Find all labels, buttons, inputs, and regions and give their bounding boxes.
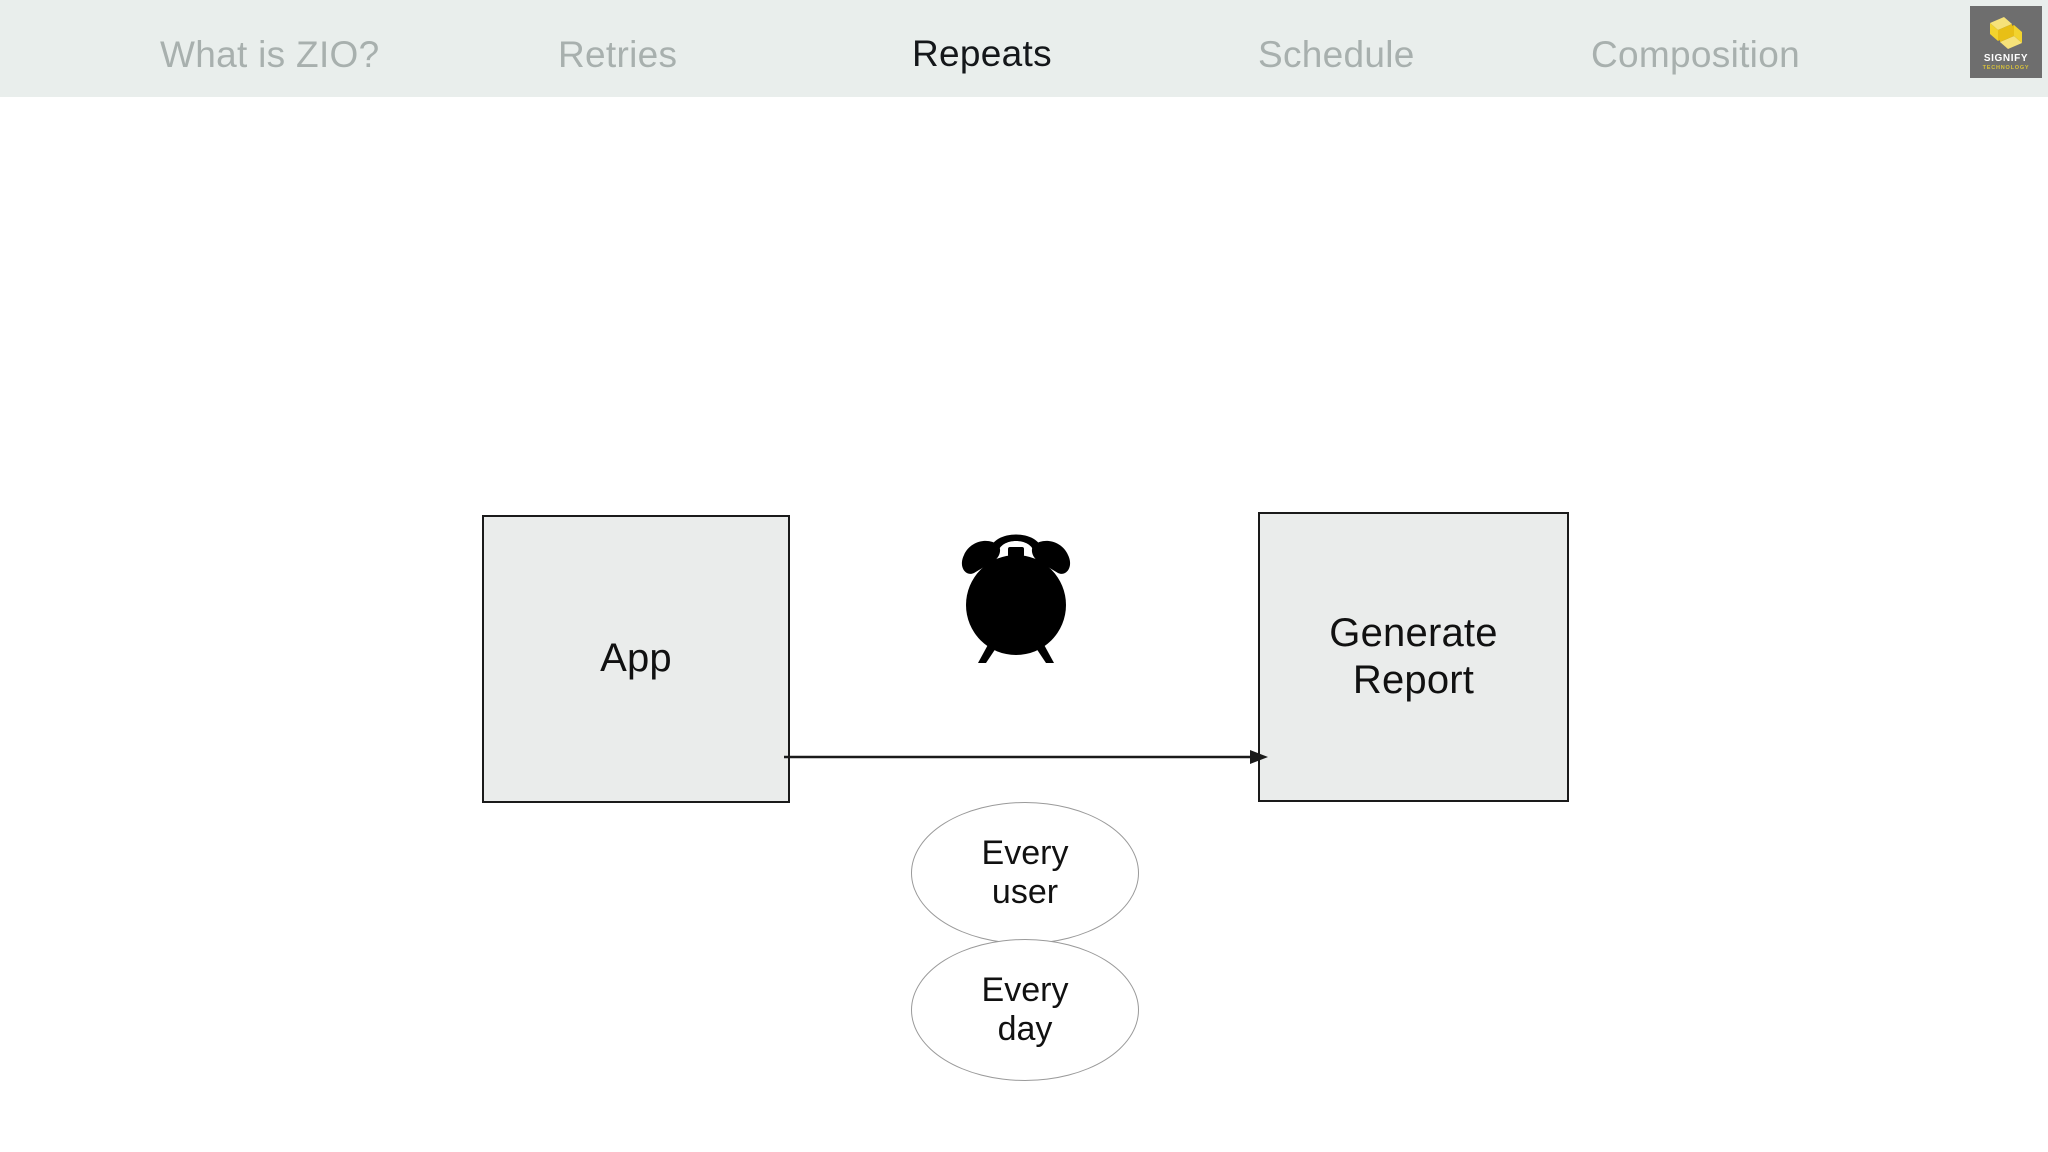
nav-item-what-is-zio[interactable]: What is ZIO? (160, 34, 380, 75)
nav-item-list: What is ZIO? Retries Repeats Schedule Co… (0, 0, 1960, 97)
brand-subtitle: TECHNOLOGY (1982, 64, 2030, 71)
diagram-arrow-app-to-report (784, 750, 1268, 764)
nav-item-repeats[interactable]: Repeats (912, 33, 1052, 74)
diagram-node-generate-report[interactable]: Generate Report (1258, 512, 1569, 802)
every-user-line-1: Every (981, 833, 1069, 872)
generate-report-line-2: Report (1352, 658, 1475, 702)
alarm-clock-icon (961, 534, 1071, 663)
diagram-node-app-label: App (600, 636, 672, 681)
slide-diagram-canvas: App Generate Report Every user (0, 97, 2048, 1152)
nav-item-retries[interactable]: Retries (558, 34, 678, 75)
every-day-line-1: Every (981, 970, 1069, 1009)
diagram-bubble-every-day-label: Every day (982, 971, 1069, 1050)
signify-technology-logo[interactable]: SIGNIFY TECHNOLOGY (1970, 6, 2042, 78)
diagram-node-app[interactable]: App (482, 515, 790, 803)
brand-name: SIGNIFY (1983, 52, 2029, 64)
nav-item-schedule[interactable]: Schedule (1258, 34, 1415, 75)
signify-chevron-mark-icon (1990, 16, 2022, 49)
diagram-bubble-every-user-label: Every user (982, 834, 1069, 913)
generate-report-line-1: Generate (1329, 610, 1498, 655)
every-day-line-2: day (997, 1010, 1053, 1048)
top-navigation-bar: What is ZIO? Retries Repeats Schedule Co… (0, 0, 2048, 97)
diagram-node-generate-report-label: Generate Report (1329, 610, 1497, 704)
nav-item-composition[interactable]: Composition (1591, 34, 1800, 75)
diagram-bubble-every-day[interactable]: Every day (911, 939, 1139, 1081)
diagram-bubble-every-user[interactable]: Every user (911, 802, 1139, 944)
every-user-line-2: user (991, 873, 1059, 911)
